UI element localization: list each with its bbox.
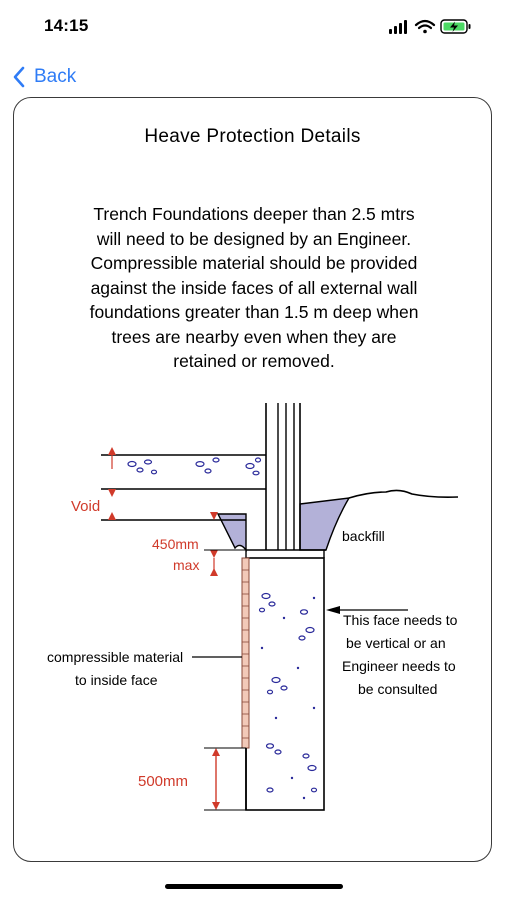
heave-protection-diagram: Void 450mm max backfill compressible mat…	[47, 403, 459, 811]
description-line: Trench Foundations deeper than 2.5 mtrs	[93, 204, 415, 224]
description-line: will need to be designed by an Engineer.	[96, 228, 412, 249]
ground-line	[348, 489, 459, 499]
description-line: Compressible material should be provided	[90, 253, 418, 273]
compressible-label-1: compressible material	[47, 649, 183, 665]
gap-450-label: 450mm	[152, 536, 199, 552]
signal-icon	[389, 20, 407, 34]
status-time: 14:15	[44, 16, 89, 35]
backfill-right	[299, 497, 351, 551]
depth-500-label: 500mm	[138, 773, 188, 790]
chevron-left-icon	[13, 66, 25, 88]
description-line: foundations greater than 1.5 m deep when	[89, 302, 419, 322]
description-line: against the inside faces of all external…	[90, 277, 418, 298]
nav-bar: Back	[0, 56, 507, 96]
foundation-aggregate	[258, 592, 318, 793]
trench-foundation	[245, 557, 325, 811]
back-label: Back	[34, 66, 77, 87]
slab-aggregate	[127, 457, 262, 476]
face-label-2: be vertical or an	[346, 635, 446, 651]
home-indicator[interactable]	[165, 884, 343, 889]
compressible-material	[241, 557, 250, 749]
status-icons	[389, 19, 471, 34]
gap-max-label: max	[173, 557, 199, 573]
dimension-arrows	[108, 447, 220, 810]
void-label: Void	[71, 498, 100, 515]
battery-charging-icon	[440, 19, 471, 34]
wifi-icon	[414, 19, 436, 34]
face-label-4: be consulted	[358, 681, 437, 697]
face-label-3: Engineer needs to	[342, 658, 456, 674]
back-button[interactable]: Back	[12, 62, 76, 92]
description-line: retained or removed.	[173, 351, 335, 371]
content-card: Heave Protection Details Trench Foundati…	[13, 97, 492, 862]
description-line: trees are nearby even when they are	[111, 326, 397, 347]
description-text: Trench Foundations deeper than 2.5 mtrs …	[34, 202, 474, 374]
backfill-label: backfill	[342, 528, 385, 544]
status-bar: 14:15	[0, 0, 507, 54]
compressible-label-2: to inside face	[75, 672, 158, 688]
page-title: Heave Protection Details	[144, 126, 361, 147]
face-label-1: This face needs to	[343, 612, 458, 628]
